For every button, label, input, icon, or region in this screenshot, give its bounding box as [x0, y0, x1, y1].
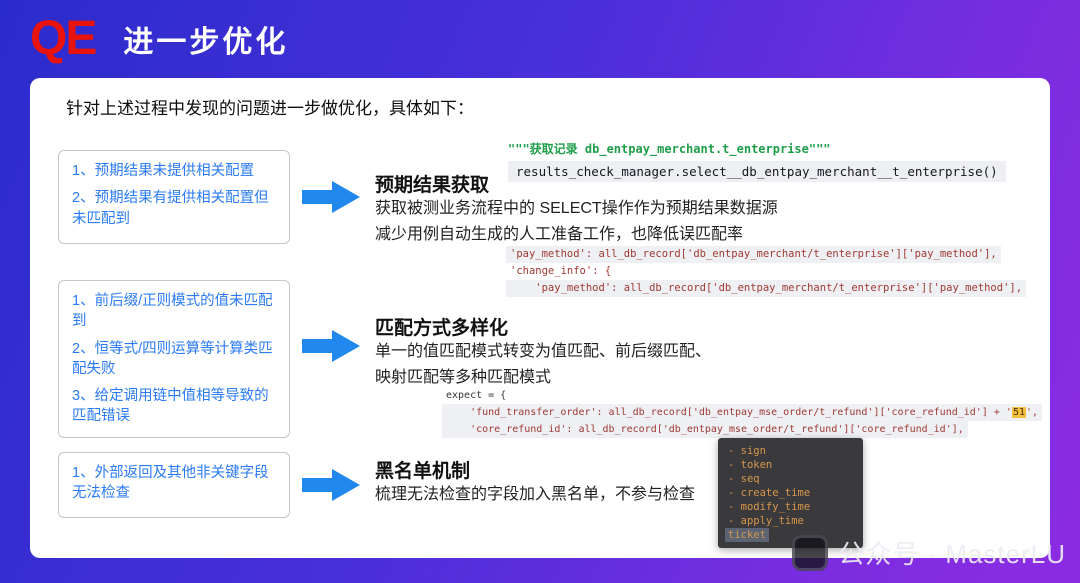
problem-item: 1、预期结果未提供相关配置	[72, 163, 255, 179]
code-line: 'fund_transfer_order': all_db_record['db…	[442, 404, 1043, 421]
code-snippet-expect: expect = { 'fund_transfer_order': all_db…	[442, 387, 1043, 438]
desc-line: 梳理无法检查的字段加入黑名单，不参与检查	[375, 486, 696, 503]
problem-box-1: 1、预期结果未提供相关配置 2、预期结果有提供相关配置但未匹配到	[58, 150, 290, 244]
section-desc: 获取被测业务流程中的 SELECT操作作为预期结果数据源 减少用例自动生成的人工…	[375, 196, 778, 248]
problem-box-3: 1、外部返回及其他非关键字段无法检查	[58, 452, 290, 518]
blacklist-code-panel: - sign - token - seq - create_time - mod…	[718, 438, 863, 548]
problem-item: 1、前后缀/正则模式的值未匹配到	[72, 293, 273, 330]
slide-header: QE 进一步优化	[0, 0, 1080, 78]
code-line: 'change_info': {	[510, 265, 612, 277]
code-docstring: """获取记录 db_entpay_merchant.t_enterprise"…	[508, 142, 831, 156]
watermark: 公众号 · MasterLU	[792, 534, 1066, 571]
problem-item: 3、给定调用链中值相等导致的匹配错误	[72, 388, 269, 425]
qe-logo: QE	[30, 12, 97, 65]
code-snippet-select: """获取记录 db_entpay_merchant.t_enterprise"…	[508, 140, 1006, 182]
problem-item: 2、恒等式/四则运算等计算类匹配失败	[72, 340, 273, 377]
code-highlight-value: 51	[1011, 407, 1026, 418]
intro-text: 针对上述过程中发现的问题进一步做优化，具体如下：	[66, 99, 474, 118]
blacklist-field: - sign	[728, 445, 766, 457]
blacklist-field: - seq	[728, 473, 760, 485]
blacklist-field: - create_time	[728, 487, 811, 499]
code-segment: ',	[1025, 407, 1039, 418]
blacklist-field: - apply_time	[728, 515, 804, 527]
desc-line: 映射匹配等多种匹配模式	[375, 369, 552, 386]
page-title: 进一步优化	[123, 26, 289, 59]
code-line: expect = {	[446, 390, 507, 401]
desc-line: 单一的值匹配模式转变为值匹配、前后缀匹配、	[375, 343, 712, 360]
code-call-line: results_check_manager.select__db_entpay_…	[508, 161, 1006, 182]
right-arrow-icon	[302, 181, 360, 213]
problem-item: 2、预期结果有提供相关配置但未匹配到	[72, 190, 269, 227]
problem-item: 1、外部返回及其他非关键字段无法检查	[72, 465, 269, 502]
blacklist-field: - token	[728, 459, 773, 471]
right-arrow-icon	[302, 330, 360, 362]
section-desc: 梳理无法检查的字段加入黑名单，不参与检查	[375, 482, 695, 508]
code-line: 'core_refund_id': all_db_record['db_entp…	[442, 421, 968, 438]
right-arrow-icon	[302, 469, 360, 501]
watermark-logo-icon	[792, 534, 829, 571]
code-snippet-paymethod: 'pay_method': all_db_record['db_entpay_m…	[506, 246, 1027, 297]
code-line: 'pay_method': all_db_record['db_entpay_m…	[506, 280, 1027, 297]
blacklist-field-selected: ticket	[725, 528, 769, 542]
section-heading-expected-results: 预期结果获取	[375, 175, 490, 196]
section-heading-matching: 匹配方式多样化	[375, 318, 509, 339]
code-segment: 'fund_transfer_order': all_db_record['db…	[446, 407, 1012, 418]
section-desc: 单一的值匹配模式转变为值匹配、前后缀匹配、 映射匹配等多种匹配模式	[375, 339, 711, 391]
desc-line: 减少用例自动生成的人工准备工作，也降低误匹配率	[375, 226, 744, 243]
section-heading-blacklist: 黑名单机制	[375, 461, 471, 482]
problem-box-2: 1、前后缀/正则模式的值未匹配到 2、恒等式/四则运算等计算类匹配失败 3、给定…	[58, 280, 290, 438]
code-line: 'pay_method': all_db_record['db_entpay_m…	[506, 246, 1001, 263]
desc-line: 获取被测业务流程中的 SELECT操作作为预期结果数据源	[375, 200, 778, 217]
blacklist-field: - modify_time	[728, 501, 811, 513]
watermark-text: 公众号 · MasterLU	[838, 539, 1066, 569]
content-card: 针对上述过程中发现的问题进一步做优化，具体如下： 1、预期结果未提供相关配置 2…	[30, 78, 1050, 558]
